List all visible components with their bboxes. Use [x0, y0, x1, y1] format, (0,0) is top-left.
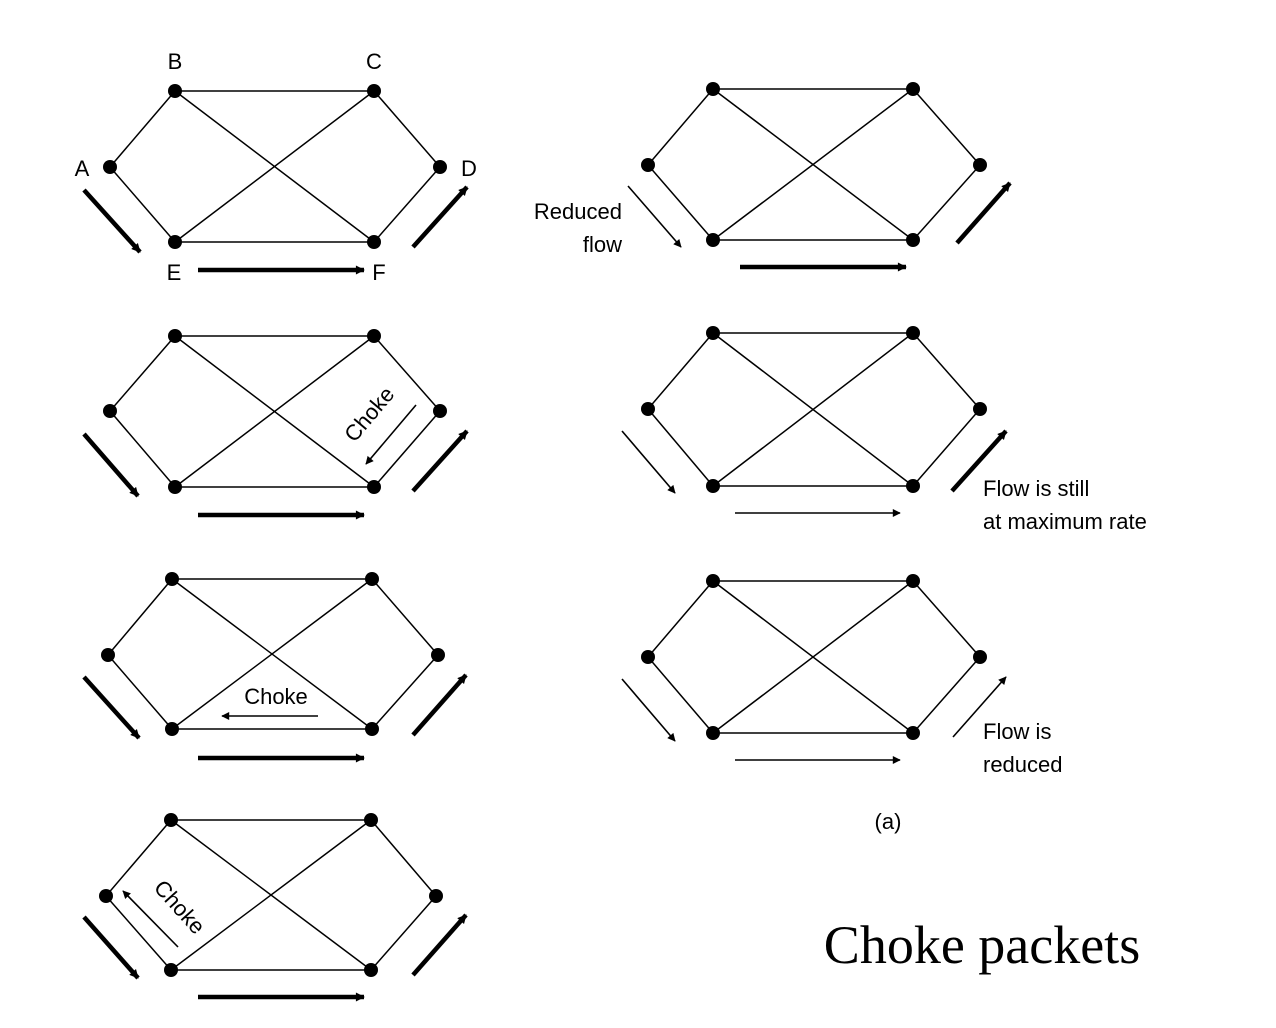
- flow-max-note-line1: Flow is still: [983, 476, 1089, 501]
- panel-right-3: [647, 580, 981, 734]
- panel-right-3-nodes: [641, 574, 987, 740]
- panel-left-3-nodes: [101, 572, 445, 736]
- panel-left-3: [107, 578, 439, 730]
- label-b: B: [168, 49, 183, 74]
- choke-label-1: Choke: [339, 382, 399, 447]
- choke-label-2: Choke: [244, 684, 308, 709]
- figure-caption: (a): [875, 809, 902, 834]
- panel-left-4: [105, 819, 437, 971]
- choke-arrow-3: [122, 890, 179, 948]
- flow-reduced-note-line2: reduced: [983, 752, 1063, 777]
- panel-left-2: [109, 335, 441, 488]
- flow-reduced-note-line1: Flow is: [983, 719, 1051, 744]
- node-e: [168, 235, 182, 249]
- label-a: A: [75, 156, 90, 181]
- panel-left-1-nodes: [103, 84, 447, 249]
- node-a: [103, 160, 117, 174]
- panel-left-1-flow: [82, 185, 469, 275]
- panel-left-3-flow: [82, 673, 468, 763]
- node-c: [367, 84, 381, 98]
- panel-left-2-nodes: [103, 329, 447, 494]
- panel-right-1-flow: [740, 181, 1012, 272]
- flow-arrow-a-e: [82, 188, 142, 254]
- panel-left-2-flow: [82, 429, 469, 520]
- node-d: [433, 160, 447, 174]
- slide-title: Choke packets: [824, 915, 1140, 975]
- panel-right-1: [647, 88, 981, 241]
- panel-right-2-nodes: [641, 326, 987, 493]
- label-f: F: [372, 260, 385, 285]
- flow-max-note-line2: at maximum rate: [983, 509, 1147, 534]
- node-b: [168, 84, 182, 98]
- label-e: E: [167, 260, 182, 285]
- panel-right-1-nodes: [641, 82, 987, 247]
- panel-left-4-nodes: [99, 813, 443, 977]
- choke-arrow-1: [365, 404, 417, 465]
- panel-right-3-flow: [621, 676, 1007, 764]
- flow-arrow-f-d: [411, 185, 469, 249]
- panel-left-1: [109, 90, 441, 243]
- label-d: D: [461, 156, 477, 181]
- node-f: [367, 235, 381, 249]
- reduced-flow-arrow: [627, 185, 682, 248]
- choke-label-3: Choke: [149, 875, 210, 939]
- reduced-flow-note-line2: flow: [583, 232, 622, 257]
- reduced-flow-note-line1: Reduced: [534, 199, 622, 224]
- panel-right-2: [647, 332, 981, 487]
- panel-right-2-flow: [621, 429, 1008, 517]
- panel-left-4-flow: [82, 913, 468, 1002]
- label-c: C: [366, 49, 382, 74]
